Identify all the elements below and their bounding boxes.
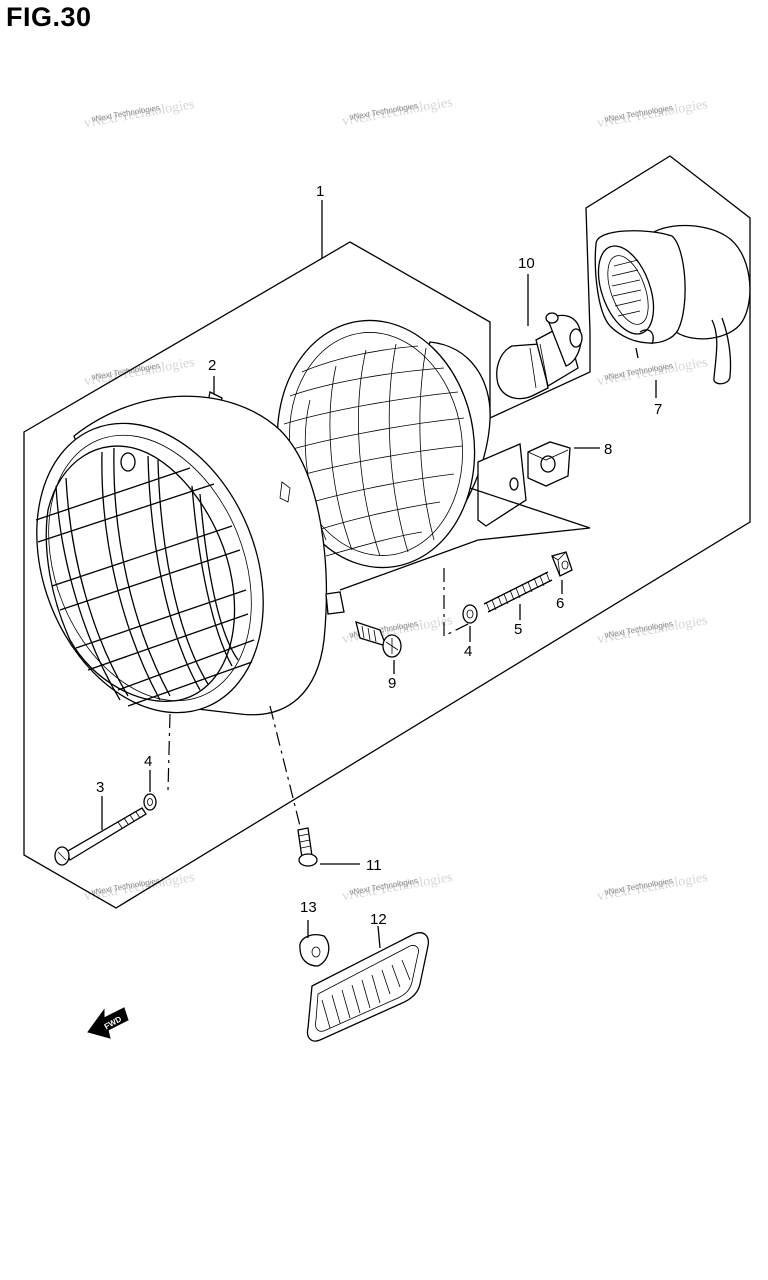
callout-13: 13	[300, 899, 317, 916]
callout-3: 3	[96, 779, 104, 796]
callout-2: 2	[208, 357, 216, 374]
bolt-axis-line	[167, 713, 171, 791]
headlight-lens-unit	[276, 319, 527, 569]
long-bolt	[54, 807, 147, 866]
figure-title: FIG.30	[6, 2, 92, 32]
callout-7: 7	[654, 401, 662, 418]
callout-11: 11	[366, 857, 382, 874]
callout-5: 5	[514, 621, 522, 638]
bulb	[496, 312, 583, 400]
fwd-direction-arrow: FWD	[87, 1007, 129, 1039]
callout-6: 6	[556, 595, 564, 612]
assembly-outline	[23, 155, 751, 909]
washer-upper	[462, 604, 478, 624]
callout-10: 10	[518, 255, 535, 272]
callout-4-lower: 4	[144, 753, 152, 770]
assembly-guide-line	[339, 527, 591, 591]
callout-9: 9	[388, 675, 396, 692]
callout-1: 1	[316, 183, 324, 200]
washer-lower	[143, 793, 157, 811]
callout-12: 12	[370, 911, 387, 928]
clip-nut	[527, 441, 571, 487]
mounting-screw	[297, 827, 318, 867]
callout-4-upper: 4	[464, 643, 472, 660]
adjusting-screw	[355, 621, 402, 658]
reflector	[306, 932, 430, 1042]
adjuster-spring	[483, 571, 553, 613]
wire-grille	[35, 445, 255, 707]
callout-8: 8	[604, 441, 612, 458]
screw-axis-line	[269, 705, 301, 827]
socket-connector	[594, 224, 751, 385]
square-nut	[551, 551, 573, 577]
adjuster-axis-line	[443, 568, 473, 637]
assembly-guide-line	[469, 487, 591, 529]
leader-line-12	[377, 925, 381, 949]
reflector-nut	[299, 934, 330, 967]
